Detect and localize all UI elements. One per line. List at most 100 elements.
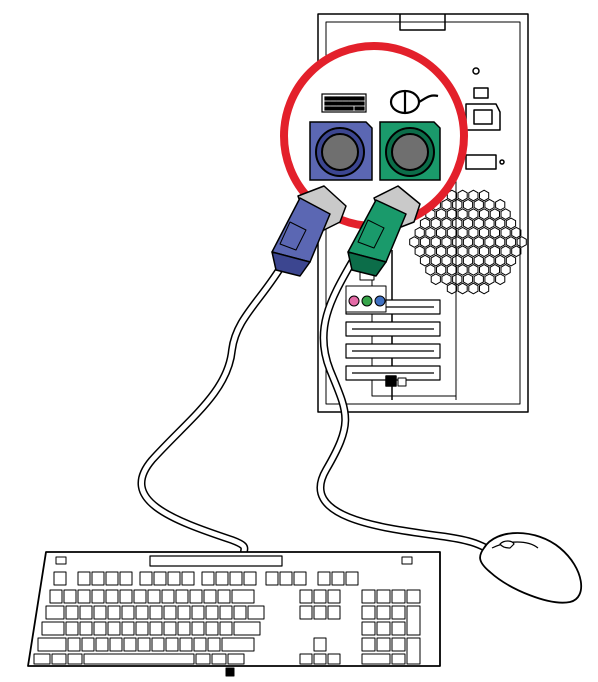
keyboard-key [68, 654, 82, 664]
keyboard-key [82, 638, 94, 651]
keyboard-key [124, 638, 136, 651]
keyboard-key [232, 590, 254, 603]
keyboard-key [84, 654, 194, 664]
keyboard-key [377, 590, 390, 603]
keyboard-key [122, 606, 134, 619]
mouse-ps2-port [380, 122, 440, 180]
keyboard-key [220, 606, 232, 619]
audio-port-pink [349, 296, 359, 306]
keyboard-key [300, 654, 312, 664]
keyboard-key [314, 654, 326, 664]
keyboard-cable-outline [141, 262, 284, 552]
keyboard-key [346, 572, 358, 585]
keyboard-key [120, 590, 132, 603]
keyboard-key [180, 638, 192, 651]
keyboard-key [314, 606, 326, 619]
keyboard-key [300, 590, 312, 603]
keyboard-key [178, 622, 190, 635]
keyboard-key [362, 590, 375, 603]
keyboard-key [362, 606, 375, 619]
mouse [480, 533, 581, 603]
keyboard-key [66, 622, 78, 635]
keyboard-key [52, 654, 66, 664]
keyboard-key [204, 590, 216, 603]
keyboard-key [106, 590, 118, 603]
keyboard-key [94, 606, 106, 619]
keyboard-key [194, 638, 206, 651]
keyboard-key [110, 638, 122, 651]
keyboard-key [80, 606, 92, 619]
keyboard-key [50, 590, 62, 603]
keyboard-key [78, 572, 90, 585]
keyboard-key [377, 606, 390, 619]
keyboard-key [228, 654, 244, 664]
keyboard-key [92, 590, 104, 603]
keyboard-key [106, 572, 118, 585]
keyboard-key [362, 654, 390, 664]
keyboard-key [168, 572, 180, 585]
keyboard-key [407, 590, 420, 603]
keyboard-ps2-port [310, 122, 372, 180]
keyboard-key [78, 590, 90, 603]
keyboard-key [392, 622, 405, 635]
keyboard-key [64, 590, 76, 603]
keyboard-key [66, 606, 78, 619]
keyboard-key [92, 572, 104, 585]
keyboard-key [182, 572, 194, 585]
keyboard-key [42, 622, 64, 635]
keyboard-key [230, 572, 242, 585]
keyboard-key [178, 606, 190, 619]
keyboard-key [216, 572, 228, 585]
keyboard-key [362, 638, 375, 651]
keyboard-key [96, 638, 108, 651]
keyboard-key [212, 654, 226, 664]
keyboard-top-bar [150, 556, 282, 566]
keyboard-key [314, 590, 326, 603]
keyboard-key [362, 622, 375, 635]
keyboard-bottom-tab [226, 668, 234, 676]
psu-switch [474, 88, 488, 98]
keyboard-key [38, 638, 66, 651]
keyboard-key [136, 622, 148, 635]
audio-port-blue [375, 296, 385, 306]
keyboard-key [244, 572, 256, 585]
keyboard-key [196, 654, 210, 664]
keyboard-key [54, 572, 66, 585]
audio-port-green [362, 296, 372, 306]
keyboard-key [164, 606, 176, 619]
keyboard-key [192, 622, 204, 635]
keyboard-key [150, 622, 162, 635]
keyboard-key [377, 638, 390, 651]
keyboard-key [206, 606, 218, 619]
keyboard-key [218, 590, 230, 603]
keyboard-key [138, 638, 150, 651]
serial-port-screw [500, 160, 504, 164]
keyboard-key [120, 572, 132, 585]
keyboard-key [314, 638, 326, 651]
serial-port [466, 155, 496, 169]
keyboard-led-right [402, 557, 412, 564]
keyboard-led-left [56, 557, 66, 564]
keyboard-key [222, 638, 254, 651]
power-socket-hole [474, 110, 492, 124]
keyboard-key [34, 654, 50, 664]
keyboard-key [208, 638, 220, 651]
keyboard-key [108, 622, 120, 635]
keyboard-key [80, 622, 92, 635]
keyboard-key [266, 572, 278, 585]
keyboard-key [164, 622, 176, 635]
keyboard-key [140, 572, 152, 585]
keyboard-key [46, 606, 64, 619]
keyboard-key [148, 590, 160, 603]
keyboard-key [162, 590, 174, 603]
keyboard-key [280, 572, 292, 585]
keyboard-key [150, 606, 162, 619]
keyboard-key [300, 606, 312, 619]
keyboard-key [176, 590, 188, 603]
keyboard-key [328, 590, 340, 603]
psu-screw [473, 68, 479, 74]
keyboard-key [68, 638, 80, 651]
keyboard-key [108, 606, 120, 619]
